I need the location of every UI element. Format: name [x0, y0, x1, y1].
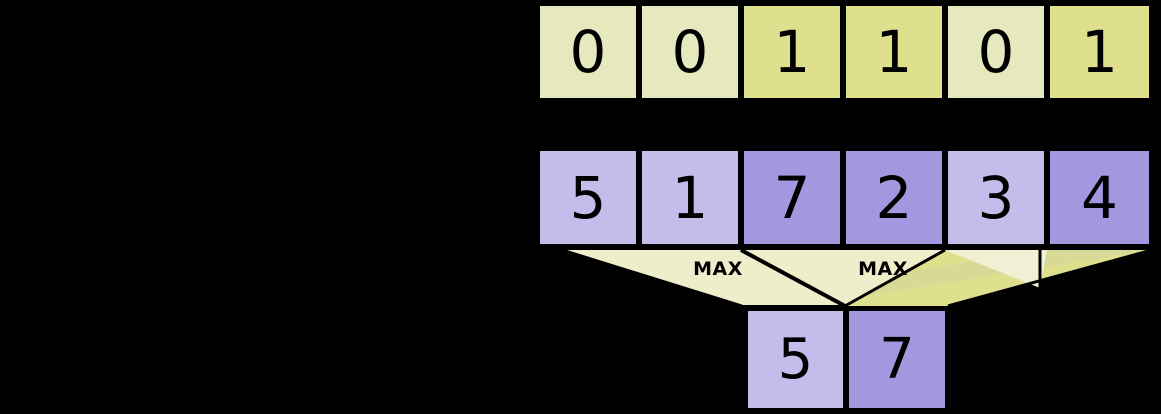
- input-cell-2: 7: [741, 148, 843, 247]
- output-cell-1: 7: [846, 308, 948, 411]
- max-funnel-right-outline: [947, 248, 1153, 308]
- input-cell-5: 4: [1047, 148, 1152, 247]
- max-funnel-right-wedge: [945, 250, 1047, 288]
- max-operation-left-label: MAX: [693, 258, 743, 280]
- input-cell-0-value: 5: [569, 163, 607, 232]
- output-cell-1-value: 7: [879, 326, 915, 392]
- output-cell-0: 5: [745, 308, 846, 411]
- max-operation-right-label: MAX: [858, 258, 908, 280]
- mask-cell-0: 0: [537, 3, 639, 101]
- max-funnel-right-left-outline: [740, 248, 846, 308]
- mask-cell-2-value: 1: [773, 18, 811, 86]
- mask-cell-3: 1: [843, 3, 945, 101]
- output-cell-0-value: 5: [777, 326, 814, 392]
- input-cell-5-value: 4: [1081, 163, 1118, 232]
- input-cell-1-value: 1: [671, 163, 709, 232]
- max-funnel-wedge-top-outline: [1039, 248, 1153, 290]
- input-cell-1: 1: [639, 148, 741, 247]
- mask-cell-4: 0: [945, 3, 1047, 101]
- mask-cell-2: 1: [741, 3, 843, 101]
- input-cell-3-value: 2: [875, 163, 913, 232]
- mask-cell-0-value: 0: [569, 18, 607, 86]
- input-cell-0: 5: [537, 148, 639, 247]
- max-funnel-right-stripe: [742, 250, 1152, 306]
- mask-cell-1: 0: [639, 3, 741, 101]
- input-cell-2-value: 7: [773, 163, 811, 232]
- mask-cell-5-value: 1: [1081, 18, 1118, 86]
- input-cell-4: 3: [945, 148, 1047, 247]
- input-cell-3: 2: [843, 148, 945, 247]
- mask-cell-3-value: 1: [875, 18, 913, 86]
- input-cell-4-value: 3: [977, 163, 1015, 232]
- max-funnel-right-dark: [741, 250, 1152, 306]
- mask-cell-1-value: 0: [671, 18, 709, 86]
- mask-cell-4-value: 0: [977, 18, 1015, 86]
- mask-cell-5: 1: [1047, 3, 1152, 101]
